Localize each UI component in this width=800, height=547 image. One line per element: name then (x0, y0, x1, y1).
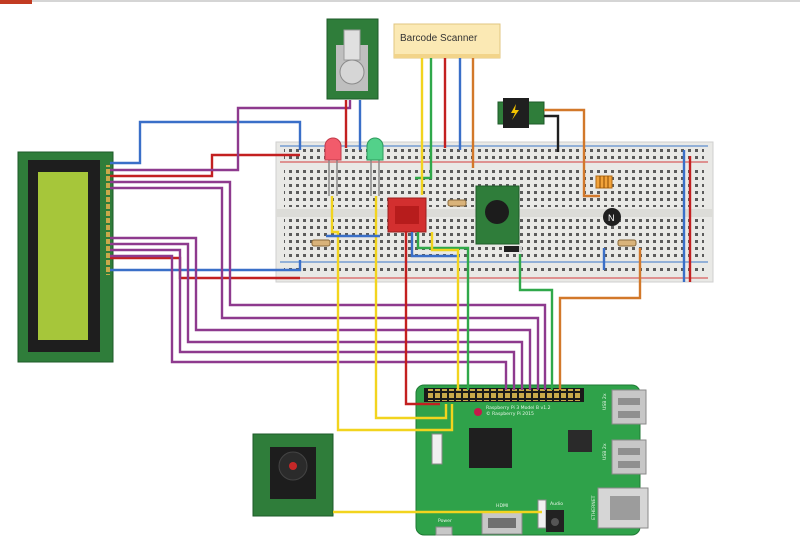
hdmi-label: HDMI (496, 503, 508, 509)
led-green (366, 137, 384, 196)
resistors (311, 199, 637, 247)
barrel-jack (497, 98, 545, 128)
top-bar (0, 0, 800, 4)
level-shifter (387, 197, 427, 233)
barcode-scanner: Barcode Scanner (393, 23, 501, 59)
lcd-display (17, 151, 114, 363)
raspberry-pi: Raspberry Pi 3 Model B v1.2 © Raspberry … (415, 384, 649, 536)
usb-label-1: USB 2x (602, 393, 608, 410)
buzzer-module (475, 185, 520, 245)
usb-label-2: USB 2x (602, 443, 608, 460)
potentiometer (326, 18, 379, 100)
rpi-title: Raspberry Pi 3 Model B v1.2 (486, 405, 551, 411)
top-bar-line (32, 0, 800, 2)
barcode-label: Barcode Scanner (400, 33, 478, 44)
camera-module (252, 433, 334, 517)
wires (110, 58, 692, 514)
led-red (324, 137, 342, 196)
transistor-label: N (608, 213, 615, 223)
transistor: N (603, 208, 621, 226)
rpi-copyright: © Raspberry Pi 2015 (486, 410, 534, 417)
power-label: Power (438, 518, 452, 524)
diode (504, 246, 522, 252)
inductor-coil (595, 175, 613, 189)
top-bar-accent (0, 0, 32, 4)
audio-label: Audio (550, 501, 563, 507)
ethernet-label: ETHERNET (591, 495, 597, 520)
